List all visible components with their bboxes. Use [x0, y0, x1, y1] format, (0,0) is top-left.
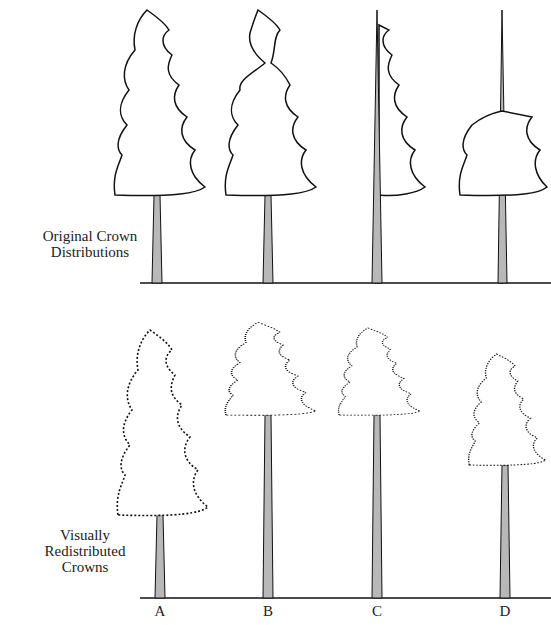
tree-crown: [469, 354, 546, 465]
tree-trunk: [372, 10, 382, 283]
ground-line: [140, 597, 551, 599]
row-label: Original Crown Distributions: [30, 228, 150, 260]
tree-letter: A: [145, 603, 175, 619]
tree-letter: D: [490, 603, 520, 619]
tree-crown: [117, 330, 208, 516]
tree-trunk: [155, 515, 165, 598]
tree-letter: B: [253, 603, 283, 619]
tree-letter: C: [362, 603, 392, 619]
tree-crown: [225, 10, 316, 196]
ground-line: [140, 282, 551, 284]
tree-trunk: [372, 415, 382, 598]
tree-crown: [114, 10, 205, 196]
tree-crown: [379, 25, 425, 196]
tree-trunk: [500, 465, 510, 598]
tree-trunk: [263, 415, 273, 598]
tree-crown: [225, 323, 316, 416]
tree-crown: [339, 328, 421, 415]
tree-trunk: [152, 195, 162, 283]
row-label: Visually Redistributed Crowns: [30, 527, 140, 575]
tree-crown: [459, 111, 547, 196]
tree-trunk: [263, 195, 273, 283]
